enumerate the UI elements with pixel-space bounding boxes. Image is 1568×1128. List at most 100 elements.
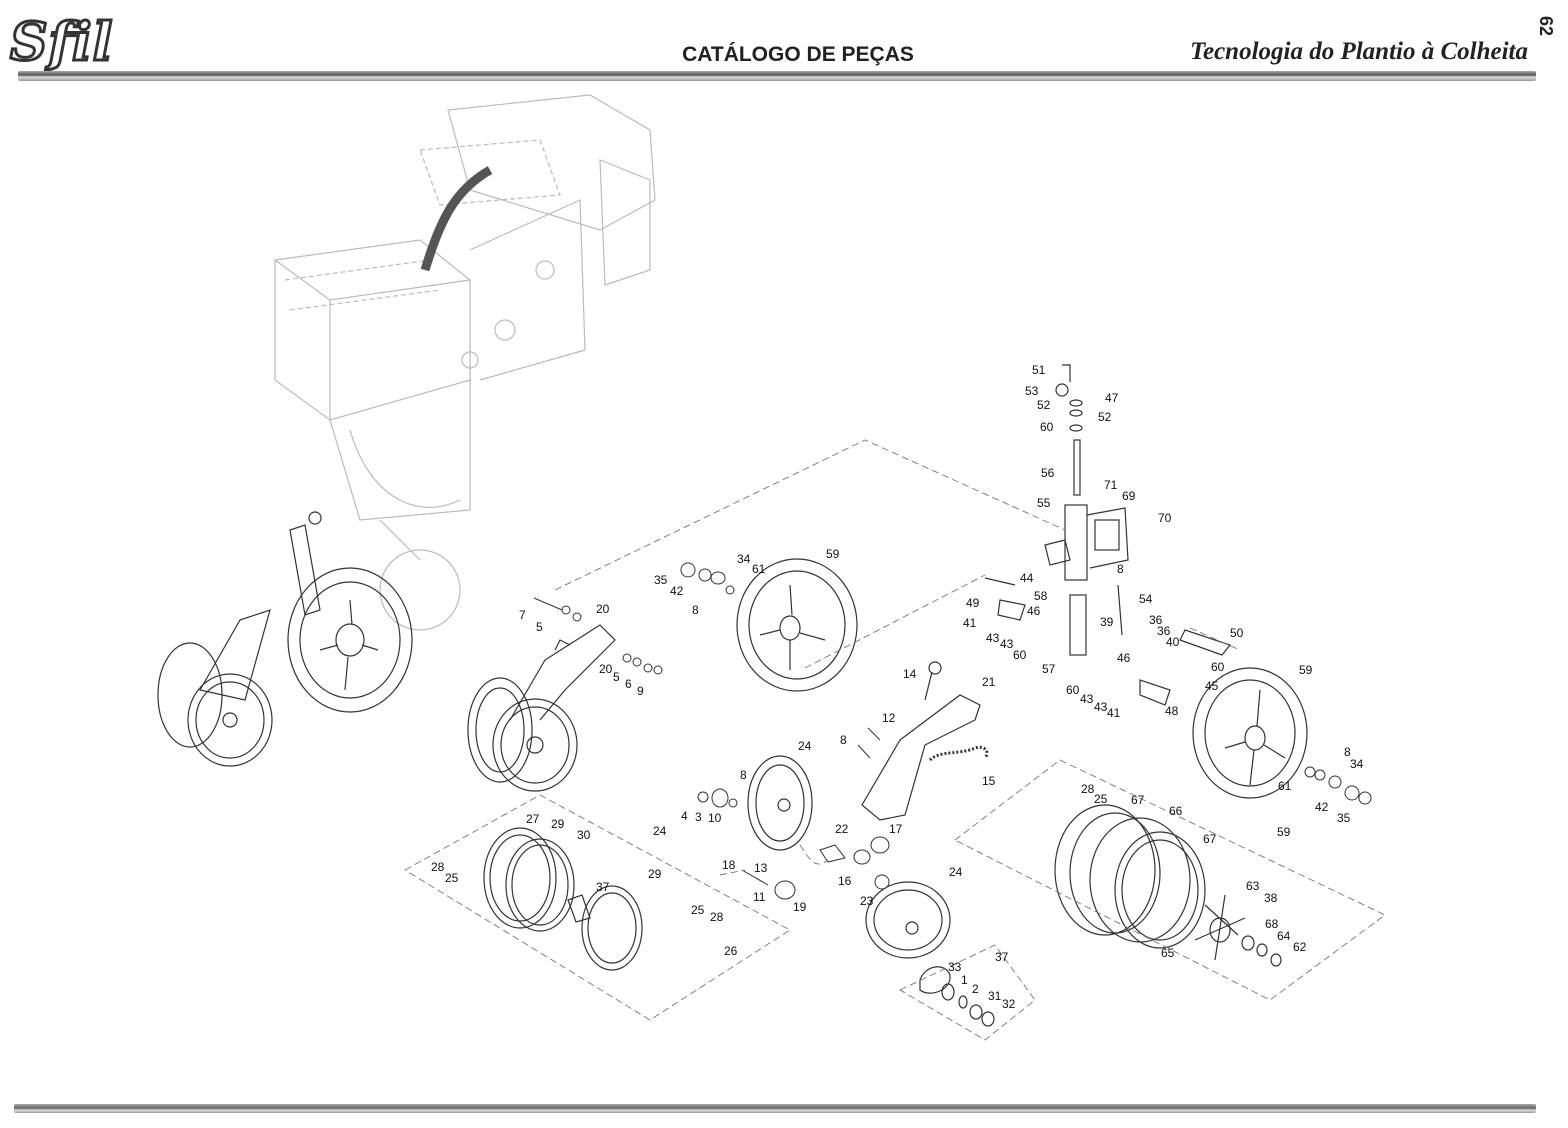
- callout-40: 40: [1166, 635, 1180, 649]
- sfil-logo: Sfil: [8, 12, 195, 73]
- callout-43: 43: [1094, 700, 1108, 714]
- callout-8: 8: [740, 768, 747, 782]
- logo-wordmark: Sfil: [8, 12, 114, 73]
- callout-6: 6: [625, 677, 632, 691]
- callout-60: 60: [1040, 420, 1054, 434]
- assembly-outlines: [404, 439, 1386, 1041]
- callout-48: 48: [1165, 704, 1179, 718]
- callout-46: 46: [1027, 604, 1041, 618]
- callout-59: 59: [1277, 825, 1291, 839]
- callout-10: 10: [708, 811, 722, 825]
- company-tagline: Tecnologia do Plantio à Colheita: [1190, 38, 1528, 65]
- callout-20: 20: [599, 662, 613, 676]
- callout-43: 43: [1080, 692, 1094, 706]
- callout-25: 25: [691, 903, 705, 917]
- callout-3: 3: [695, 810, 702, 824]
- callout-4: 4: [681, 809, 688, 823]
- page-title: CATÁLOGO DE PEÇAS: [682, 43, 914, 66]
- callout-8: 8: [692, 603, 699, 617]
- callout-52: 52: [1098, 410, 1112, 424]
- planter-ghost-illustration: [274, 94, 656, 631]
- callout-37: 37: [995, 950, 1009, 964]
- callout-23: 23: [860, 894, 874, 908]
- callout-60: 60: [1013, 648, 1027, 662]
- tire-group-66-67: [1054, 804, 1282, 967]
- callout-64: 64: [1277, 929, 1291, 943]
- callout-37: 37: [596, 880, 610, 894]
- callout-1: 1: [961, 973, 968, 987]
- header-rule: [18, 71, 1536, 81]
- callout-25: 25: [1094, 792, 1108, 806]
- callout-33: 33: [948, 960, 962, 974]
- callout-41: 41: [963, 616, 977, 630]
- disc-24: [747, 755, 813, 851]
- arm-21: [861, 661, 989, 821]
- callout-29: 29: [551, 817, 565, 831]
- callout-57: 57: [1042, 662, 1056, 676]
- callout-67: 67: [1131, 793, 1145, 807]
- callout-65: 65: [1161, 946, 1175, 960]
- callout-17: 17: [889, 822, 903, 836]
- callout-15: 15: [982, 774, 996, 788]
- press-wheel-59-right: [1192, 667, 1308, 799]
- callout-8: 8: [840, 733, 847, 747]
- callout-36: 36: [1149, 613, 1163, 627]
- callout-50: 50: [1230, 626, 1244, 640]
- callout-11: 11: [753, 890, 766, 904]
- callout-19: 19: [793, 900, 807, 914]
- callout-22: 22: [835, 822, 849, 836]
- hose-illustration: [420, 166, 493, 272]
- callout-labels: 51 53 47 52 52 60 56 71 69 55 70 8 44 49…: [431, 363, 1364, 1011]
- callout-14: 14: [903, 667, 917, 681]
- callout-39: 39: [1100, 615, 1114, 629]
- callout-29: 29: [648, 867, 662, 881]
- callout-8: 8: [1344, 745, 1351, 759]
- callout-21: 21: [982, 675, 996, 689]
- callout-30: 30: [577, 828, 591, 842]
- callout-34: 34: [737, 552, 751, 566]
- callout-61: 61: [1278, 779, 1292, 793]
- callout-68: 68: [1265, 917, 1279, 931]
- callout-38: 38: [1264, 891, 1278, 905]
- callout-31: 31: [988, 989, 1002, 1003]
- callout-28: 28: [431, 860, 445, 874]
- disc-group-29-30: [483, 827, 643, 971]
- callout-24: 24: [949, 865, 963, 879]
- callout-56: 56: [1041, 466, 1055, 480]
- callout-70: 70: [1158, 511, 1172, 525]
- callout-12: 12: [882, 711, 896, 725]
- callout-66: 66: [1169, 804, 1183, 818]
- callout-69: 69: [1122, 489, 1136, 503]
- gauge-arm-assembly: [467, 624, 616, 792]
- callout-13: 13: [754, 861, 768, 875]
- callout-71: 71: [1104, 478, 1118, 492]
- callout-25: 25: [445, 871, 459, 885]
- callout-36: 36: [1157, 624, 1171, 638]
- callout-43: 43: [1000, 637, 1014, 651]
- callout-58: 58: [1034, 589, 1048, 603]
- callout-61: 61: [752, 562, 766, 576]
- callout-24: 24: [653, 824, 667, 838]
- callout-45: 45: [1205, 679, 1219, 693]
- callout-16: 16: [838, 874, 852, 888]
- callout-42: 42: [670, 584, 684, 598]
- callout-42: 42: [1315, 800, 1329, 814]
- callout-5: 5: [613, 670, 620, 684]
- callout-34: 34: [1350, 757, 1364, 771]
- callout-59: 59: [1299, 663, 1313, 677]
- callout-52: 52: [1037, 398, 1051, 412]
- small-hardware: [533, 562, 1372, 900]
- callout-2: 2: [972, 982, 979, 996]
- callout-59: 59: [826, 547, 840, 561]
- press-wheel-59: [736, 558, 858, 692]
- callout-53: 53: [1025, 384, 1039, 398]
- callout-28: 28: [710, 910, 724, 924]
- callout-54: 54: [1139, 592, 1153, 606]
- callout-60: 60: [1211, 660, 1225, 674]
- callout-7: 7: [519, 608, 526, 622]
- callout-8: 8: [1117, 562, 1124, 576]
- callout-55: 55: [1037, 496, 1051, 510]
- callout-32: 32: [1002, 997, 1016, 1011]
- callout-51: 51: [1032, 363, 1046, 377]
